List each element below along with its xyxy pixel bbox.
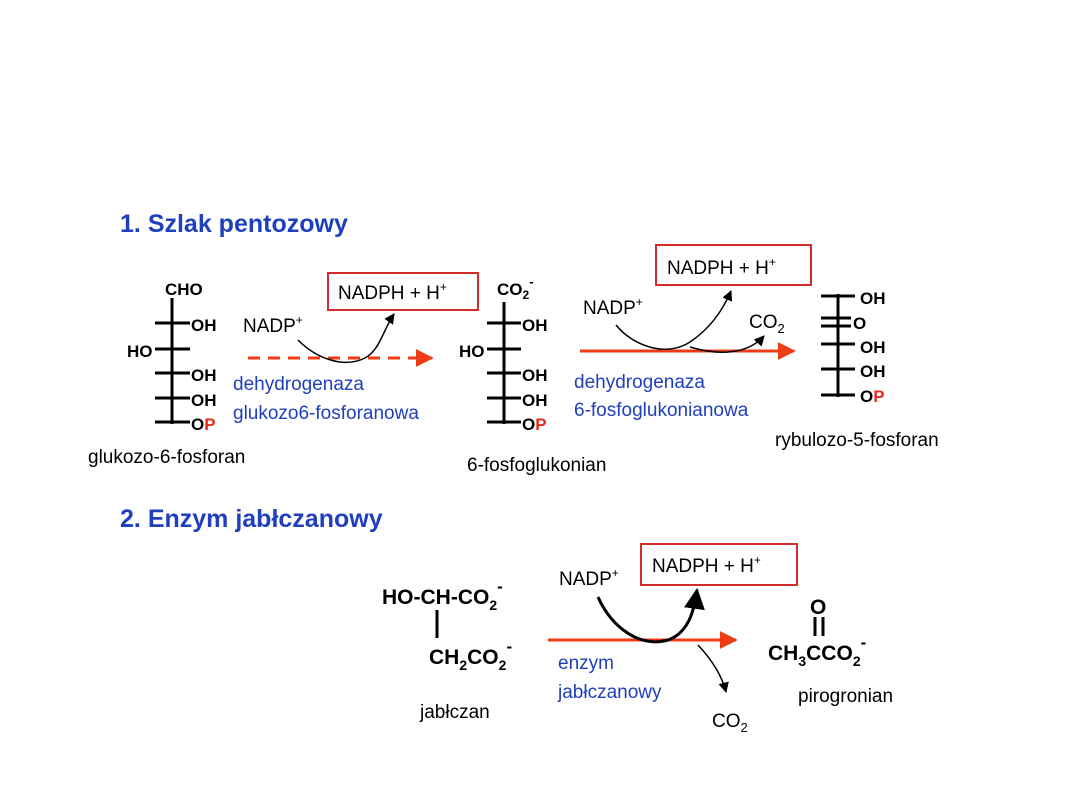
- step2-product-label: NADPH + H+: [667, 255, 776, 279]
- malic-co2-curve: [697, 644, 729, 694]
- gluconate-c4-label: OH: [522, 366, 548, 385]
- glucose-6-phosphate-name: glukozo-6-fosforan: [88, 447, 245, 468]
- pyruvate-formula: CH3CCO2-: [768, 633, 866, 669]
- malate-name: jabłczan: [419, 702, 490, 723]
- step2-cofactor-curve: [615, 290, 733, 350]
- ribulose-5-phosphate-name: rybulozo-5-fosforan: [775, 430, 939, 451]
- step2-co2-label: CO2: [749, 312, 785, 336]
- glucose-c5-label: OH: [191, 391, 217, 410]
- gluconate-c2-label: OH: [522, 316, 548, 335]
- ribulose-c1-label: OH: [860, 289, 886, 308]
- glucose-c2-label: OH: [191, 316, 217, 335]
- malic-cofactor-curve: [596, 587, 705, 644]
- step1-enzyme-label: dehydrogenaza glukozo6-fosforanowa: [233, 374, 419, 424]
- phosphogluconate-structure: CO2- OH HO OH OH OP: [459, 274, 548, 434]
- ribulose-c4-label: OH: [860, 362, 886, 381]
- step2-co2-curve: [689, 335, 765, 353]
- gluconate-c6-label: OP: [522, 415, 547, 434]
- step1-cofactor-curve: [297, 313, 395, 363]
- step1-product-label: NADPH + H+: [338, 280, 447, 304]
- pyruvate-carbonyl-o: O: [810, 596, 826, 619]
- malic-enzyme-label: enzym jabłczanowy: [557, 653, 662, 703]
- step1-nadp-label: NADP+: [243, 313, 303, 337]
- phosphogluconate-name: 6-fosfoglukonian: [467, 455, 606, 476]
- section2-heading: 2. Enzym jabłczanowy: [120, 505, 383, 533]
- step2-enzyme-line2: 6-fosfoglukonianowa: [574, 400, 749, 421]
- ribulose-c2-label: O: [853, 314, 866, 333]
- step1-enzyme-line2: glukozo6-fosforanowa: [233, 403, 419, 424]
- ribulose-c3-label: OH: [860, 338, 886, 357]
- malate-line1: HO-CH-CO2-: [382, 577, 503, 613]
- step2-nadp-label: NADP+: [583, 295, 643, 319]
- step1-product-box: [327, 272, 479, 311]
- malic-enzyme-line2: jabłczanowy: [557, 682, 662, 703]
- pyruvate-structure: O CH3CCO2-: [768, 596, 866, 669]
- malic-co2-label: CO2: [712, 711, 748, 735]
- section1-heading: 1. Szlak pentozowy: [120, 210, 348, 238]
- step2-enzyme-label: dehydrogenaza 6-fosfoglukonianowa: [574, 372, 749, 421]
- gluconate-c3-label: HO: [459, 342, 485, 361]
- malate-structure: HO-CH-CO2- CH2CO2-: [382, 577, 512, 673]
- malate-line2: CH2CO2-: [429, 637, 512, 673]
- pyruvate-name: pirogronian: [798, 686, 893, 707]
- malic-enzyme-line1: enzym: [558, 653, 614, 674]
- step1-enzyme-line1: dehydrogenaza: [233, 374, 364, 395]
- ribulose-c5-label: OP: [860, 387, 885, 406]
- glucose-c4-label: OH: [191, 366, 217, 385]
- malic-product-box: [640, 543, 798, 586]
- step2-enzyme-line1: dehydrogenaza: [574, 372, 705, 393]
- malic-nadp-label: NADP+: [559, 566, 619, 590]
- glucose-6-phosphate-structure: CHO OH HO OH OH OP: [127, 280, 217, 434]
- ribulose-5-phosphate-structure: OH O OH OH OP: [821, 289, 886, 406]
- gluconate-c5-label: OH: [522, 391, 548, 410]
- malic-product-label: NADPH + H+: [652, 553, 761, 577]
- glucose-c6-label: OP: [191, 415, 216, 434]
- glucose-c1-label: CHO: [165, 280, 203, 299]
- step2-product-box: [655, 244, 812, 286]
- glucose-c3-label: HO: [127, 342, 153, 361]
- gluconate-c1-label: CO2-: [497, 274, 534, 302]
